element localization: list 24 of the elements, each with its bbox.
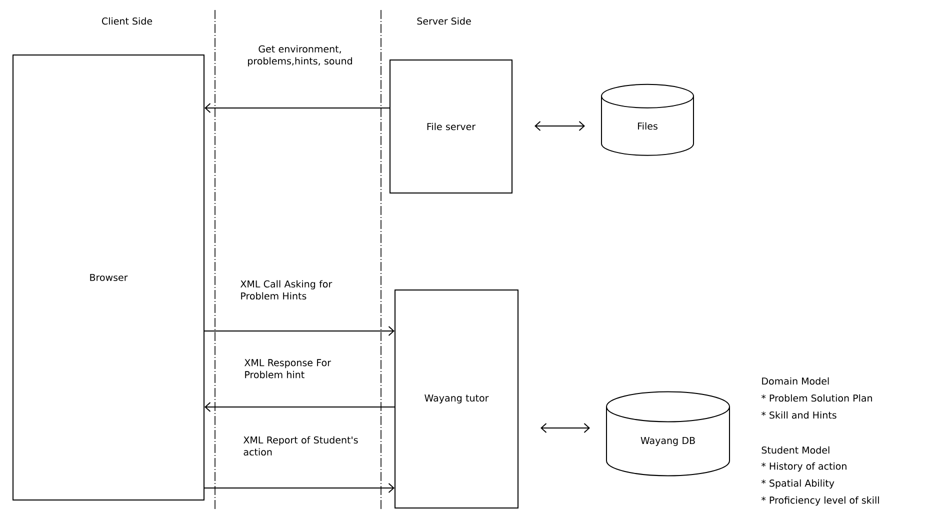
arrow (204, 326, 394, 336)
database-cylinder: Files (601, 84, 694, 156)
edge-label: XML Report of Student's action (244, 436, 358, 456)
note-text: * Spatial Ability (761, 479, 834, 489)
edge-label: Get environment, problems,hints, sound (248, 45, 352, 66)
process-box: Browser (12, 54, 204, 500)
database-cylinder: Wayang DB (606, 391, 730, 476)
process-box: File server (390, 60, 512, 194)
note-text: Student Model (762, 446, 830, 454)
edge-label: XML Call Asking for Problem Hints (240, 280, 332, 300)
arrow (204, 103, 390, 113)
double-arrow (540, 423, 590, 433)
note-text: * Skill and Hints (761, 411, 836, 419)
side-heading: Client Side (102, 17, 152, 25)
arrow (204, 402, 395, 412)
arrow (204, 483, 394, 493)
side-heading: Server Side (417, 17, 471, 25)
process-box: Wayang tutor (394, 290, 518, 508)
note-text: Domain Model (762, 377, 829, 385)
edge-label: XML Response For Problem hint (244, 359, 332, 378)
note-text: * History of action (761, 462, 846, 472)
double-arrow (534, 121, 585, 131)
note-text: * Problem Solution Plan (761, 394, 872, 402)
note-text: * Proficiency level of skill (761, 496, 879, 506)
